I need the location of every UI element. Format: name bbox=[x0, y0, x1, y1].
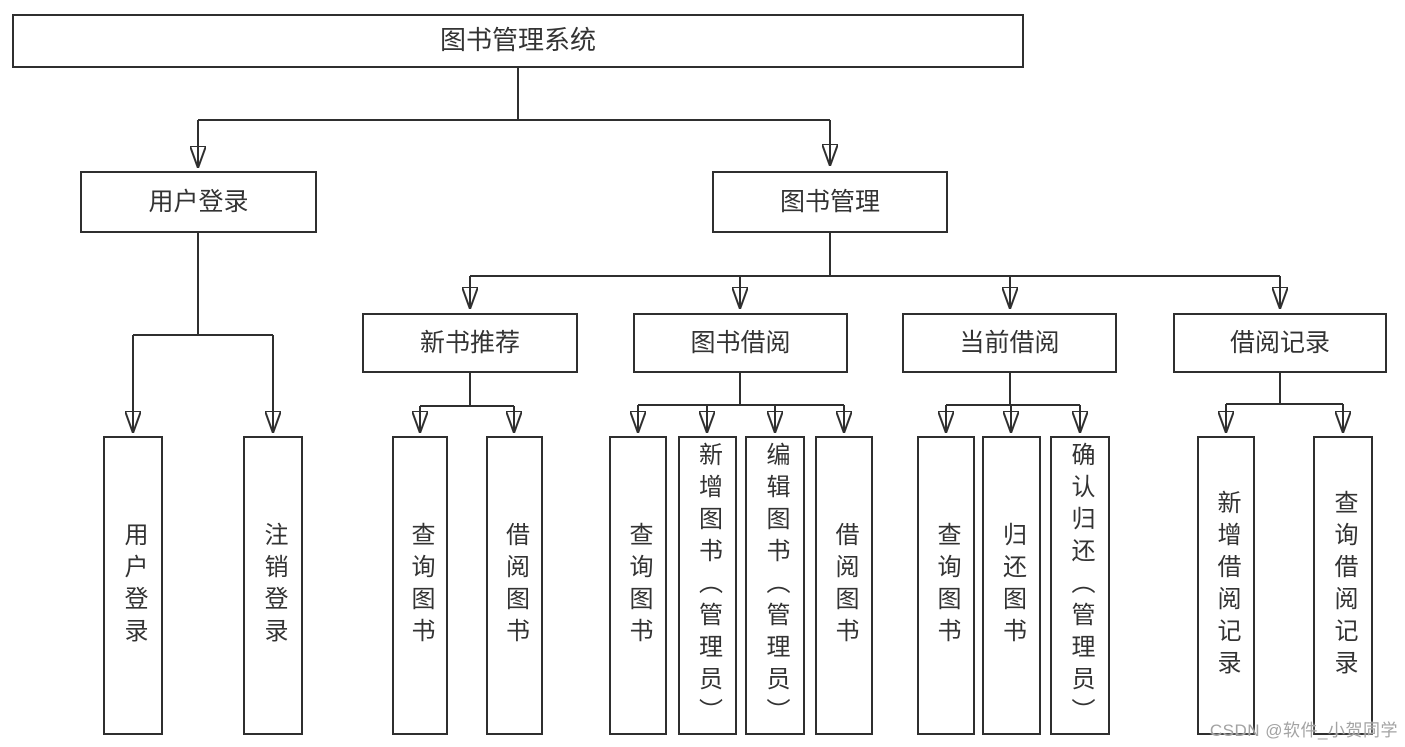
node-label: 归还图书 bbox=[998, 521, 1026, 650]
connector-root-to-level2 bbox=[198, 68, 830, 168]
leaf-add-books-admin: 新增图书（管理员） bbox=[678, 436, 737, 735]
connector-bookmgmt-to-sections bbox=[470, 233, 1280, 309]
node-current-borrowing: 当前借阅 bbox=[902, 313, 1117, 373]
node-label: 查询图书 bbox=[625, 521, 652, 650]
node-label: 新增图书（管理员） bbox=[694, 441, 722, 730]
connector-records-children bbox=[1226, 373, 1343, 433]
leaf-query-books-borrowing: 查询图书 bbox=[609, 436, 667, 735]
node-new-book-recommendation: 新书推荐 bbox=[362, 313, 578, 373]
node-book-management: 图书管理 bbox=[712, 171, 948, 233]
node-label: 用户登录 bbox=[148, 188, 249, 216]
node-borrowing-records: 借阅记录 bbox=[1173, 313, 1387, 373]
connector-newbook-children bbox=[420, 373, 514, 433]
node-label: 编辑图书（管理员） bbox=[762, 441, 789, 730]
node-label: 确认归还（管理员） bbox=[1067, 441, 1094, 730]
leaf-return-books: 归还图书 bbox=[982, 436, 1041, 735]
leaf-query-books-current: 查询图书 bbox=[917, 436, 975, 735]
leaf-logout: 注销登录 bbox=[243, 436, 303, 735]
leaf-query-borrow-record: 查询借阅记录 bbox=[1313, 436, 1373, 735]
node-label: 注销登录 bbox=[260, 521, 287, 650]
node-label: 图书管理 bbox=[779, 188, 880, 216]
node-label: 图书管理系统 bbox=[439, 25, 596, 56]
connector-borrowing-children bbox=[638, 373, 844, 433]
leaf-query-books-recommend: 查询图书 bbox=[392, 436, 448, 735]
connector-current-children bbox=[946, 373, 1080, 433]
leaf-confirm-return-admin: 确认归还（管理员） bbox=[1050, 436, 1110, 735]
node-label: 查询借阅记录 bbox=[1330, 489, 1357, 682]
leaf-borrow-books-borrowing: 借阅图书 bbox=[815, 436, 873, 735]
leaf-edit-books-admin: 编辑图书（管理员） bbox=[745, 436, 805, 735]
node-label: 借阅图书 bbox=[501, 521, 529, 650]
csdn-watermark: CSDN @软件_小贺同学 bbox=[1209, 721, 1398, 740]
connector-userlogin-children bbox=[133, 233, 273, 433]
node-label: 查询图书 bbox=[933, 521, 960, 650]
node-label: 查询图书 bbox=[407, 521, 434, 650]
node-label: 借阅图书 bbox=[831, 521, 858, 650]
node-label: 用户登录 bbox=[120, 521, 147, 650]
leaf-add-borrow-record: 新增借阅记录 bbox=[1197, 436, 1255, 735]
node-label: 图书借阅 bbox=[690, 329, 791, 357]
node-label: 新增借阅记录 bbox=[1213, 489, 1240, 682]
node-book-borrowing: 图书借阅 bbox=[633, 313, 848, 373]
node-library-management-system: 图书管理系统 bbox=[12, 14, 1024, 68]
leaf-borrow-books-recommend: 借阅图书 bbox=[486, 436, 543, 735]
node-label: 新书推荐 bbox=[419, 329, 520, 357]
node-user-login: 用户登录 bbox=[80, 171, 317, 233]
leaf-user-login: 用户登录 bbox=[103, 436, 163, 735]
node-label: 借阅记录 bbox=[1229, 329, 1330, 357]
node-label: 当前借阅 bbox=[959, 329, 1060, 357]
